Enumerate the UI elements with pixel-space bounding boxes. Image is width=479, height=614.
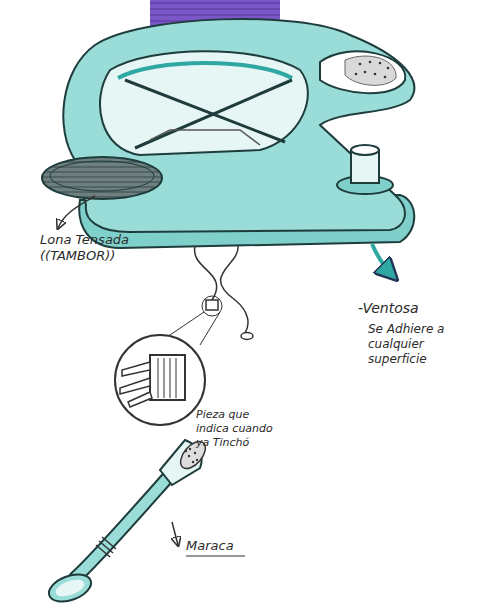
zoom-line (200, 312, 220, 345)
callout-label: Lona Tensada ((TAMBOR)) (40, 232, 140, 265)
bowl (100, 51, 308, 155)
divider (125, 80, 285, 142)
drum (42, 157, 162, 199)
plug-detail (150, 355, 185, 400)
maraca-handle-outline (75, 475, 170, 578)
plug-prongs (120, 362, 152, 407)
sponge-dots (355, 61, 390, 79)
leader-line (58, 196, 95, 228)
leader-line (172, 522, 178, 545)
leader-arrow (372, 244, 395, 278)
callout-label: Pieza que indica cuando ya Tinchó (196, 408, 276, 449)
drum-skin (50, 161, 154, 191)
plug-ribs (158, 358, 176, 398)
zoom-line (170, 312, 204, 335)
callout-label: Se Adhiere a cualquier superficie (368, 322, 468, 367)
bowl-rim (118, 63, 292, 78)
cup-rim (351, 145, 379, 155)
bowl-floor (150, 130, 260, 145)
wire (221, 246, 248, 333)
wire-end (241, 333, 253, 340)
handle-hole (320, 51, 405, 93)
maraca-dots (185, 448, 198, 463)
underline (186, 555, 245, 556)
divider (135, 80, 292, 148)
spoon-bowl (54, 576, 87, 599)
sponge (345, 56, 396, 85)
plug (206, 300, 218, 310)
callout-label: -Ventosa (358, 300, 468, 318)
detail-circle (115, 335, 205, 425)
wire (195, 246, 217, 300)
callout-label: Maraca (186, 538, 266, 554)
maraca-grip (96, 537, 116, 557)
maraca-handle (75, 475, 170, 578)
spoon (45, 569, 95, 607)
tray-body (63, 19, 414, 232)
